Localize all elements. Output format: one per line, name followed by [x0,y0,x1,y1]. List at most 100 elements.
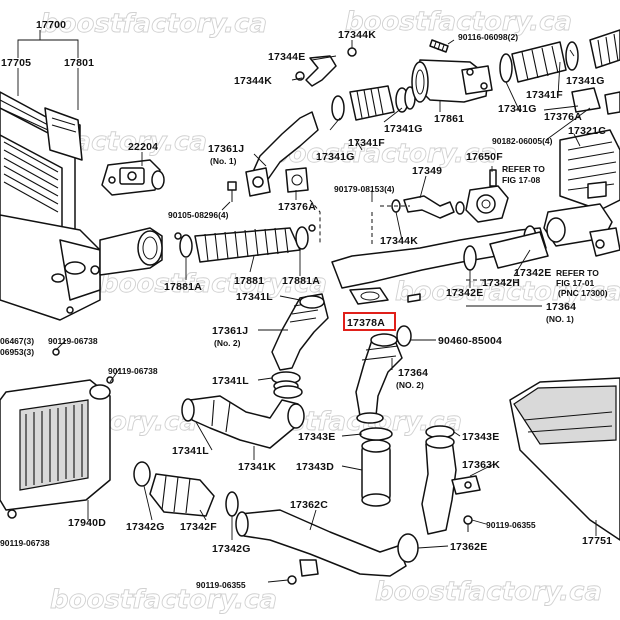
label-17364-no2-suffix: (NO. 2) [396,380,424,390]
label-17881a-left: 17881A [164,281,202,293]
label-17342g-bottom: 17342G [212,543,251,555]
label-refer-fig-17-08-line2: FIG 17-08 [502,175,541,185]
label-17376a-right: 17376A [544,111,582,123]
label-17940d: 17940D [68,517,106,529]
label-17341g-top-right: 17341G [566,75,605,87]
label-17342e: 17342E [446,287,483,299]
label-17361j-no1: 17361J [208,143,244,155]
pipe-17363k [421,435,481,535]
label-17343e-right: 17343E [462,431,499,443]
label-17341f-right: 17341F [526,89,563,101]
air-flow-meter [101,159,165,196]
label-17342f: 17342F [180,521,217,533]
label-17343e-left: 17343E [298,431,335,443]
label-17344k-mid: 17344K [380,235,418,247]
pipe-17361j-no1 [245,111,319,197]
label-17650f: 17650F [466,151,503,163]
label-17881: 17881 [234,275,264,287]
label-06953: 06953(3) [0,347,34,357]
label-17376a-left: 17376A [278,201,316,213]
label-17341g-right: 17341G [498,103,537,115]
pipe-17362c [235,509,419,585]
label-17364-no2: 17364 [398,367,428,379]
label-90119-06355-bottom: 90119-06355 [196,580,246,590]
label-22204: 22204 [128,141,158,153]
label-90460-85004: 90460-85004 [438,335,502,347]
bolt-90105 [227,181,237,202]
label-17364-no1-suffix: (NO. 1) [546,314,574,324]
watermark-text: boostfactory.ca [270,139,497,169]
intercooler-assembly [0,348,114,519]
label-17341g-mid: 17341G [384,123,423,135]
label-17341k: 17341K [238,461,276,473]
pipe-17364-no2 [355,325,412,424]
label-17344e: 17344E [268,51,305,63]
hose-17881 [174,224,316,263]
hose-upper-right [499,29,620,115]
label-17344k-left: 17344K [234,75,272,87]
label-17361j-no1-suffix: (No. 1) [210,156,237,166]
hose-17343d [359,425,455,507]
engine-cover-17751 [509,377,620,541]
part-labels: 17700 17705 17801 22204 90105-08296(4) 1… [0,19,612,590]
label-17364-no1: 17364 [546,301,576,313]
label-90116-06098: 90116-06098(2) [458,32,518,42]
label-17363k: 17363K [462,459,500,471]
hose-17342f [133,461,239,517]
leader-lines [17,30,597,583]
watermark-text: boostfactory.ca [50,585,277,615]
label-17378a: 17378A [347,317,385,329]
watermark-text: boostfactory.ca [395,277,620,307]
label-17705: 17705 [1,57,31,69]
label-17321c: 17321C [568,125,606,137]
air-valve-17650f [391,169,509,223]
connector-pipe-17861 [411,59,493,103]
hose-with-clamps-upper [331,85,416,121]
highlight-box-17378a [343,312,396,331]
label-refer-fig-17-01-line1: REFER TO [556,268,599,278]
label-17361j-no2-suffix: (No. 2) [214,338,241,348]
label-17700: 17700 [36,19,66,31]
label-refer-fig-17-01-line2: FIG 17-01 [556,278,595,288]
label-17341g-left: 17341G [316,151,355,163]
label-17343d: 17343D [296,461,334,473]
label-refer-fig-17-01-line3: (PNC 17300) [558,288,608,298]
label-17344k-top: 17344K [338,29,376,41]
label-17861: 17861 [434,113,464,125]
air-cleaner-assembly [0,91,163,321]
watermark-text: boostfactory.ca [40,9,267,39]
label-17349: 17349 [412,165,442,177]
label-17362e: 17362E [450,541,487,553]
label-17342h: 17342H [482,277,520,289]
label-17361j-no2: 17361J [212,325,248,337]
elbow-hose-17341k [181,385,305,449]
label-17751: 17751 [582,535,612,547]
label-17362c: 17362C [290,499,328,511]
label-90182-06005: 90182-06005(4) [492,136,553,146]
label-17341l-low: 17341L [172,445,209,457]
watermark-text: boostfactory.ca [100,269,327,299]
label-17341l-mid: 17341L [212,375,249,387]
label-17801: 17801 [64,57,94,69]
label-17342e-right: 17342E [514,267,551,279]
label-17881a-right: 17881A [282,275,320,287]
label-90179-08153: 90179-08153(4) [334,184,395,194]
label-17341l-top: 17341L [236,291,273,303]
label-17341f-mid: 17341F [348,137,385,149]
label-90119-06738-mid: 90119-06738 [108,366,158,376]
dashed-leaders [309,199,520,281]
label-90105-08296: 90105-08296(4) [168,210,229,220]
pipe-17361j-no2 [271,293,329,392]
watermark-text: boostfactory.ca [345,7,572,37]
label-90119-06355-right: 90119-06355 [486,520,536,530]
label-17342g-left: 17342G [126,521,165,533]
label-90119-06738-top: 90119-06738 [48,336,98,346]
watermark-text: boostfactory.ca [375,577,602,607]
label-06467: 06467(3) [0,336,34,346]
label-90119-06738-left: 90119-06738 [0,538,50,548]
upper-small-hoses [295,39,449,87]
label-refer-fig-17-08-line1: REFER TO [502,164,545,174]
throttle-body-assembly [543,129,620,257]
